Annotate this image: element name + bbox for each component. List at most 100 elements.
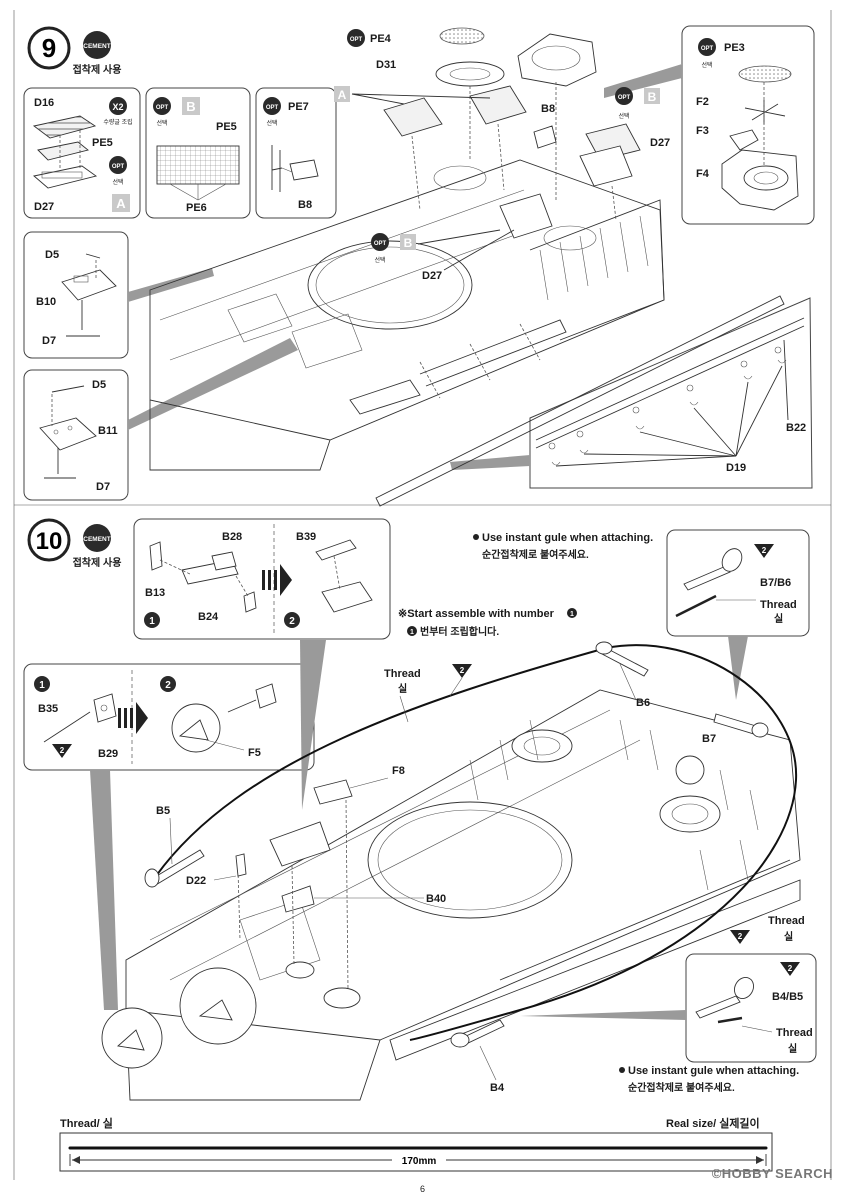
- cement-badge-text: CEMENT: [83, 43, 110, 50]
- step-10-main-labels: Thread 실 2 B6 B7 F8 B5 D22 B40 B4 Thread…: [156, 663, 805, 1094]
- label-d31: D31: [376, 59, 396, 71]
- option-b-badge: B: [400, 234, 416, 250]
- label-b7: B7: [702, 733, 716, 745]
- option-b-text: B: [648, 90, 657, 104]
- inset-d16-panel: D16 X2 수량글 조립 PE5 OPT 선택 D27 A: [23, 87, 141, 219]
- label-pe3: PE3: [724, 42, 745, 54]
- cement-note: 접착제 사용: [73, 556, 122, 569]
- badge-2: 2: [754, 544, 774, 558]
- badge-2: 2: [730, 930, 750, 944]
- cement-badge-text: CEMENT: [83, 536, 110, 543]
- label-d19: D19: [726, 462, 746, 474]
- thread-label-en: Thread: [760, 599, 797, 611]
- step-9-number-text: 9: [42, 33, 56, 63]
- inset-pe3-panel: OPT 선택 PE3 F2 F3 F4: [681, 25, 815, 225]
- step-10-number-text: 10: [36, 528, 63, 555]
- option-b-text: B: [404, 236, 413, 250]
- badge-2: 2: [452, 664, 472, 678]
- step-10-number: 10: [27, 518, 71, 562]
- option-a-text: A: [116, 196, 126, 211]
- thread-label-en: Thread: [776, 1027, 813, 1039]
- badge-2-text: 2: [60, 746, 65, 755]
- label-b29: B29: [98, 748, 118, 760]
- label-b24: B24: [198, 611, 219, 623]
- opt-note: 선택: [701, 61, 712, 69]
- thread-label-ko: 실: [784, 930, 793, 943]
- x2-badge-text: X2: [112, 102, 123, 112]
- start-assembly-note: ※Start assemble with number 1 1 번부터 조립합니…: [398, 608, 577, 638]
- opt-badge-text: OPT: [112, 164, 125, 170]
- label-d27: D27: [34, 201, 54, 213]
- badge-2-text: 2: [788, 964, 793, 973]
- step-marker-1-text: 1: [149, 616, 155, 627]
- glue-note-ko: 순간접착제로 붙여주세요.: [628, 1081, 735, 1094]
- glue-note-en: Use instant gule when attaching.: [482, 532, 653, 544]
- label-b5: B5: [156, 805, 170, 817]
- opt-note: 선택: [266, 119, 277, 127]
- inset-pe7-panel: OPT 선택 PE7 B8: [255, 87, 337, 219]
- watermark: ©HOBBY SEARCH: [711, 1166, 833, 1181]
- option-a-badge: A: [334, 86, 350, 102]
- opt-badge: OPT 선택: [615, 87, 633, 120]
- step-9: 9 CEMENT 접착제 사용 D16 X2 수량글 조립 PE5 OPT 선택: [23, 25, 815, 507]
- inset-d19-panel: D19 B22: [529, 297, 813, 489]
- inset-b4-panel: 2 B4/B5 Thread 실: [685, 953, 817, 1063]
- x2-badge: X2 수량글 조립: [103, 97, 133, 126]
- opt-badge-text: OPT: [374, 241, 387, 247]
- arrow-right-icon: [118, 702, 148, 734]
- opt-badge: OPT: [347, 29, 365, 47]
- opt-badge: OPT 선택: [153, 97, 171, 127]
- step-10-cement-badge: CEMENT 접착제 사용: [73, 524, 122, 569]
- step-marker-1-text: 1: [39, 680, 45, 691]
- opt-badge-text: OPT: [266, 105, 279, 111]
- step-9-main-labels: OPT PE4 D31 A B8 OPT 선택 B D27: [334, 29, 670, 282]
- badge-2-text: 2: [460, 666, 465, 675]
- opt-badge: OPT 선택: [109, 156, 127, 186]
- inset-b10-panel: D5 B10 D7: [23, 231, 129, 359]
- label-b40: B40: [426, 893, 446, 905]
- hull-drawing-step10: [101, 689, 801, 1101]
- badge-2: 2: [780, 962, 800, 976]
- glue-note-bottom: Use instant gule when attaching. 순간접착제로 …: [619, 1065, 799, 1094]
- page-frame: [13, 10, 832, 1180]
- opt-badge: OPT 선택: [371, 233, 389, 264]
- step-marker-1: 1: [34, 676, 50, 692]
- thread-label-en: Thread: [384, 668, 421, 680]
- thread-length-text: 170mm: [402, 1156, 437, 1167]
- label-d5: D5: [92, 379, 106, 391]
- glue-note-en: Use instant gule when attaching.: [628, 1065, 799, 1077]
- inset-b35-panel: 1 B35 B29 2 2: [23, 663, 315, 771]
- step-9-cement-badge: CEMENT 접착제 사용: [73, 31, 121, 76]
- label-pe7: PE7: [288, 101, 309, 113]
- label-d7: D7: [42, 335, 56, 347]
- hull-drawing-step9: [149, 27, 785, 507]
- label-f5: F5: [248, 747, 261, 759]
- start-note-marker-ko: 1: [410, 629, 414, 636]
- inset-pe6-panel: OPT 선택 B PE5 PE6: [145, 87, 251, 219]
- start-note-marker: 1: [570, 611, 574, 618]
- label-b4: B4: [490, 1082, 505, 1094]
- label-f4: F4: [696, 168, 710, 180]
- step-marker-2-text: 2: [289, 616, 295, 627]
- label-pe4: PE4: [370, 33, 392, 45]
- label-f2: F2: [696, 96, 709, 108]
- start-note-ko: 번부터 조립합니다.: [420, 625, 499, 638]
- label-b39: B39: [296, 531, 316, 543]
- opt-note: 선택: [374, 256, 385, 264]
- opt-note: 선택: [618, 112, 629, 120]
- opt-badge-text: OPT: [350, 37, 363, 43]
- label-d22: D22: [186, 875, 206, 887]
- label-d27-center: D27: [422, 270, 442, 282]
- option-b-badge: B: [182, 97, 200, 115]
- label-b11: B11: [98, 425, 118, 437]
- label-b22: B22: [786, 422, 806, 434]
- label-b7-b6: B7/B6: [760, 577, 791, 589]
- label-b13: B13: [145, 587, 165, 599]
- label-b28: B28: [222, 531, 242, 543]
- real-size-label: Real size/ 실제길이: [666, 1116, 760, 1130]
- step-10: 10 CEMENT 접착제 사용 B28 B13 B24 1: [23, 518, 817, 1101]
- thread-real-size-guide: Thread/ 실 Real size/ 실제길이 170mm: [59, 1116, 773, 1172]
- opt-note: 선택: [156, 119, 167, 127]
- label-b8: B8: [541, 103, 555, 115]
- page-number: 6: [419, 1184, 425, 1194]
